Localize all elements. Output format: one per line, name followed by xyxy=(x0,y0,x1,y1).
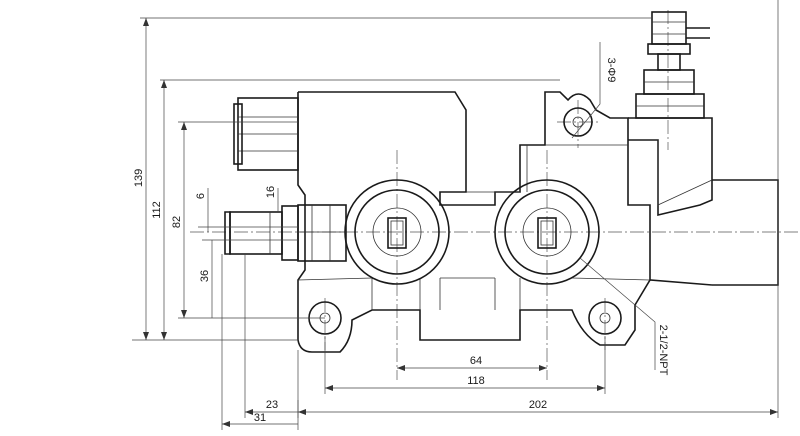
dim-82-label: 82 xyxy=(171,216,183,228)
relief-valve xyxy=(635,11,710,119)
mount-holes-callout: 3-Φ9 xyxy=(605,58,617,83)
dim-64-label: 64 xyxy=(470,355,482,367)
dim-23-label: 23 xyxy=(266,399,278,411)
mount-hole-right xyxy=(588,301,622,335)
port-right xyxy=(494,179,600,285)
dim-6-label: 6 xyxy=(195,193,207,199)
spool-stem xyxy=(224,204,347,262)
dim-202-label: 202 xyxy=(529,399,547,411)
mount-hole-top xyxy=(563,107,593,137)
dim-31-label: 31 xyxy=(254,412,266,424)
valve-body xyxy=(297,91,779,353)
dimension-lines xyxy=(132,0,779,430)
dim-36-label: 36 xyxy=(199,270,211,282)
ports-callout: 2-1/2-NPT xyxy=(657,325,669,376)
dimension-labels: 139 112 82 6 16 36 64 118 202 23 31 3-Φ9… xyxy=(133,58,669,424)
dim-118-label: 118 xyxy=(467,375,485,387)
hex-plug-left xyxy=(233,97,299,171)
dim-16-label: 16 xyxy=(265,186,277,198)
dim-112-label: 112 xyxy=(151,201,163,219)
dim-139-label: 139 xyxy=(133,169,145,187)
dimension-arrows xyxy=(143,18,778,427)
